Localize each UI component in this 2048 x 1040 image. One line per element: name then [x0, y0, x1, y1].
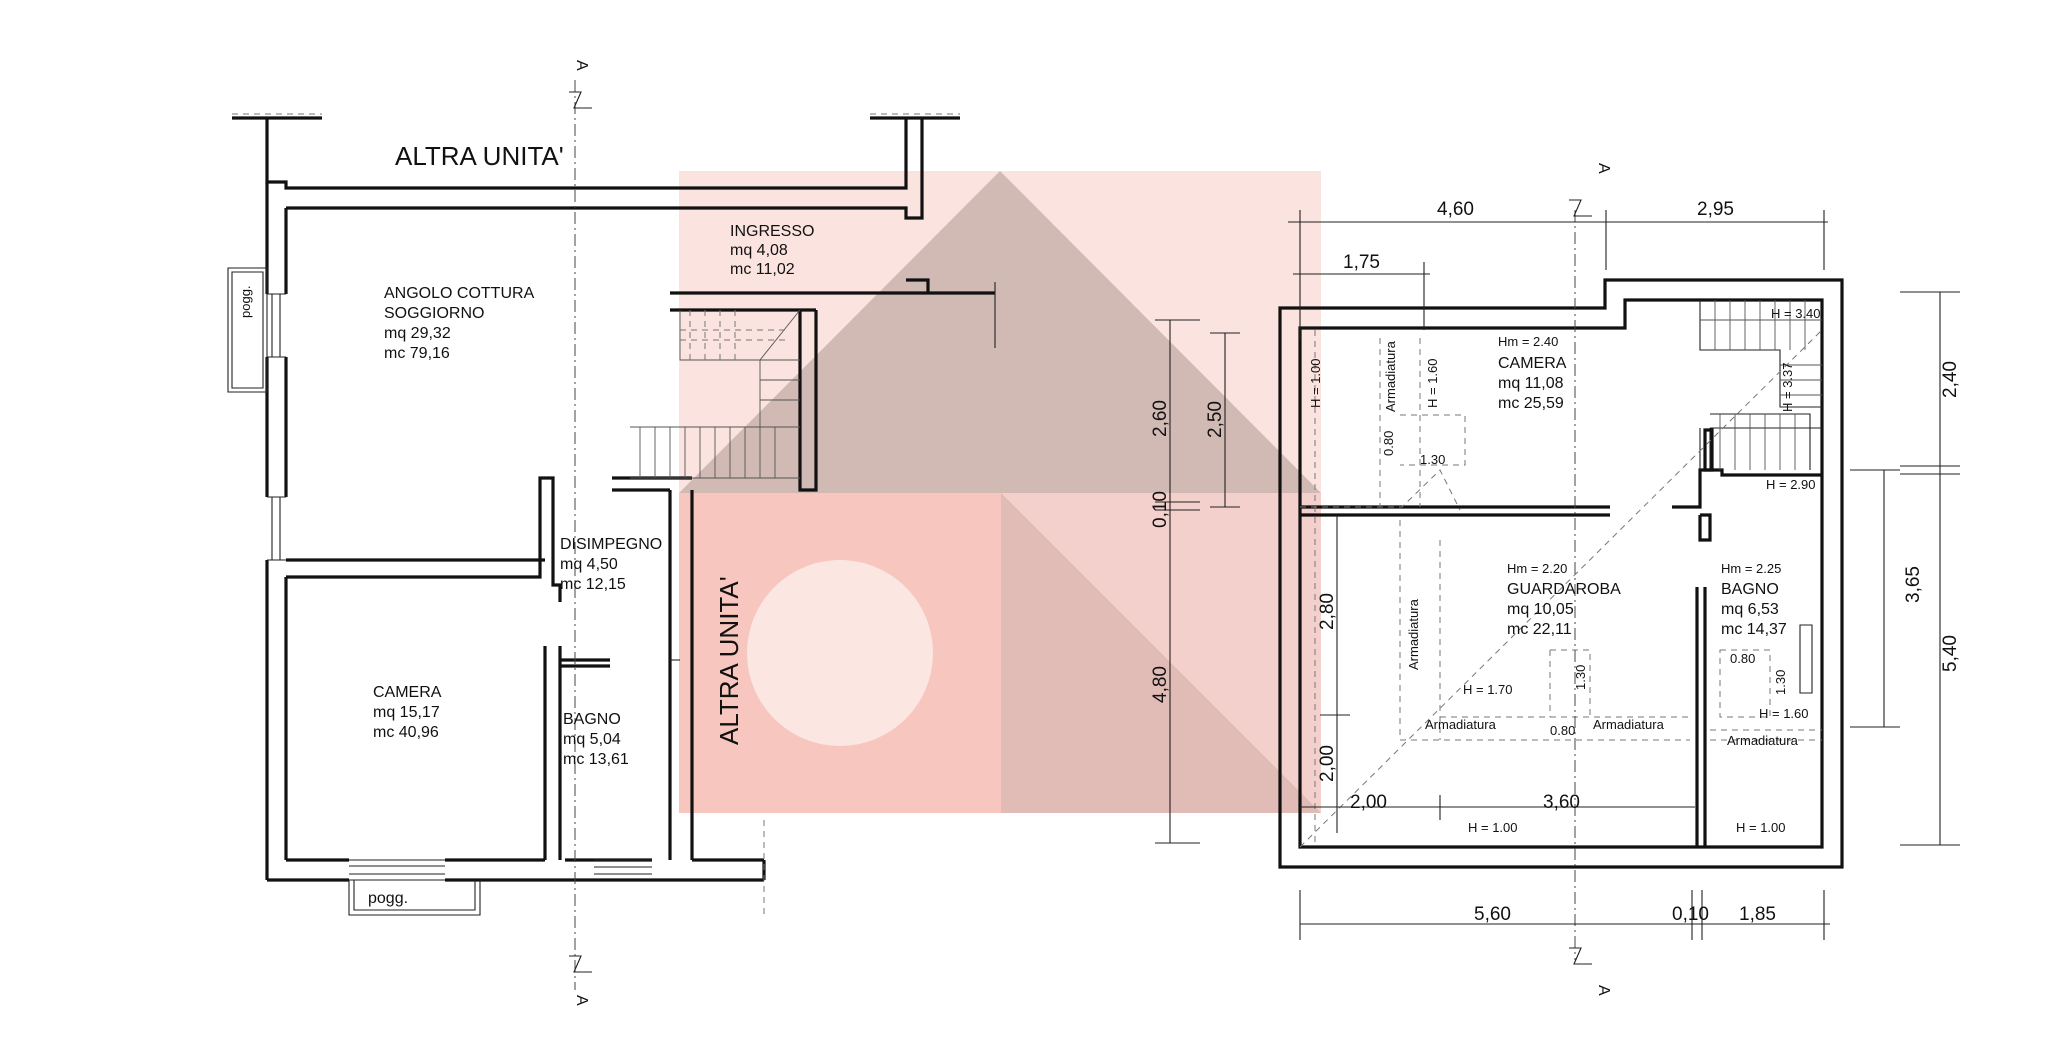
- room-volume: mc 25,59: [1498, 395, 1564, 412]
- section-marker-right-top: A: [1595, 163, 1612, 174]
- room-name: DISIMPEGNO: [560, 536, 662, 553]
- dim-3-65: 3,65: [1903, 566, 1924, 603]
- measure-label: 0.80: [1730, 651, 1755, 666]
- room-name: BAGNO: [1721, 581, 1779, 598]
- room-guardaroba: Hm = 2.20 GUARDAROBA mq 10,05 mc 22,11: [1507, 561, 1621, 638]
- height-label: H = 3.40: [1771, 306, 1821, 321]
- room-volume: mc 79,16: [384, 345, 450, 362]
- room-name-2: SOGGIORNO: [384, 305, 484, 322]
- room-disimpegno: DISIMPEGNO mq 4,50 mc 12,15: [560, 536, 662, 593]
- height-label: H = 1.60: [1425, 358, 1440, 408]
- dim-0-10: 0,10: [1150, 491, 1171, 528]
- room-height: Hm = 2.20: [1507, 561, 1567, 576]
- room-area: mq 5,04: [563, 731, 621, 748]
- dim-0-10-bottom: 0,10: [1672, 904, 1709, 925]
- room-area: mq 29,32: [384, 325, 451, 342]
- room-area: mq 4,50: [560, 556, 618, 573]
- measure-label: 0.80: [1381, 431, 1396, 456]
- room-name: ANGOLO COTTURA: [384, 285, 535, 302]
- dim-4-60: 4,60: [1437, 199, 1474, 220]
- room-area: mq 11,08: [1498, 375, 1564, 392]
- dim-2-60: 2,60: [1150, 400, 1171, 437]
- height-label: H = 1.60: [1759, 706, 1809, 721]
- armadiatura-label: Armadiatura: [1425, 717, 1497, 732]
- altra-unita-top-label: ALTRA UNITA': [395, 141, 564, 171]
- armadiatura-label: Armadiatura: [1383, 340, 1398, 412]
- room-volume: mc 22,11: [1507, 621, 1572, 638]
- dim-2-95: 2,95: [1697, 199, 1734, 220]
- room-soggiorno: ANGOLO COTTURA SOGGIORNO mq 29,32 mc 79,…: [384, 285, 535, 362]
- room-volume: mc 12,15: [560, 576, 626, 593]
- height-label: H = 3.37: [1780, 362, 1795, 412]
- watermark-logo: [679, 171, 1321, 813]
- measure-label: 1.30: [1420, 452, 1445, 467]
- dim-2-40: 2,40: [1940, 361, 1961, 398]
- height-label: H = 2.90: [1766, 477, 1816, 492]
- room-volume: mc 40,96: [373, 724, 439, 741]
- dim-2-50: 2,50: [1205, 401, 1226, 438]
- left-floor-plan: [227, 80, 996, 990]
- room-area: mq 4,08: [730, 242, 788, 259]
- altra-unita-side-label: ALTRA UNITA': [714, 576, 744, 745]
- left-stairs: [630, 309, 801, 479]
- height-label: H = 1.00: [1308, 358, 1323, 408]
- dim-5-40: 5,40: [1940, 635, 1961, 672]
- dim-1-75: 1,75: [1343, 252, 1380, 273]
- balcony-bottom-label: pogg.: [368, 890, 408, 907]
- room-area: mq 15,17: [373, 704, 440, 721]
- room-height: Hm = 2.25: [1721, 561, 1781, 576]
- height-label: H = 1.70: [1463, 682, 1513, 697]
- room-name: BAGNO: [563, 711, 621, 728]
- room-volume: mc 11,02: [730, 261, 795, 278]
- room-name: CAMERA: [1498, 355, 1567, 372]
- dim-2-80: 2,80: [1317, 593, 1338, 630]
- room-name: INGRESSO: [730, 223, 814, 240]
- room-area: mq 6,53: [1721, 601, 1779, 618]
- measure-label: 1.30: [1573, 665, 1588, 690]
- room-volume: mc 13,61: [563, 751, 629, 768]
- section-marker-left-top: A: [573, 60, 590, 71]
- section-marker-right-bottom: A: [1595, 985, 1612, 996]
- dim-4-80: 4,80: [1150, 666, 1171, 703]
- armadiatura-label: Armadiatura: [1406, 598, 1421, 670]
- dim-3-60: 3,60: [1543, 792, 1580, 813]
- section-marker-left-bottom: A: [573, 995, 590, 1006]
- room-bagno-right: Hm = 2.25 BAGNO mq 6,53 mc 14,37: [1721, 561, 1787, 638]
- balcony-left-label: pogg.: [238, 285, 253, 318]
- room-name: GUARDAROBA: [1507, 581, 1621, 598]
- measure-label: 0.80: [1550, 723, 1575, 738]
- room-height: Hm = 2.40: [1498, 334, 1558, 349]
- middle-dimension-lines: [1155, 319, 1240, 844]
- right-stairs: [1699, 300, 1822, 470]
- room-area: mq 10,05: [1507, 601, 1574, 618]
- room-bagno-left: BAGNO mq 5,04 mc 13,61: [563, 711, 629, 768]
- right-floor-plan: [1278, 199, 1960, 965]
- dim-5-60: 5,60: [1474, 904, 1511, 925]
- height-label: H = 1.00: [1468, 820, 1518, 835]
- room-camera-left: CAMERA mq 15,17 mc 40,96: [373, 684, 442, 741]
- dim-1-85: 1,85: [1739, 904, 1776, 925]
- room-camera-right: Hm = 2.40 CAMERA mq 11,08 mc 25,59: [1498, 334, 1567, 412]
- dim-2-00-horizontal: 2,00: [1350, 792, 1387, 813]
- dim-2-00-vertical: 2,00: [1317, 745, 1338, 782]
- room-ingresso: INGRESSO mq 4,08 mc 11,02: [730, 223, 814, 278]
- room-volume: mc 14,37: [1721, 621, 1787, 638]
- measure-label: 1.30: [1773, 670, 1788, 695]
- room-name: CAMERA: [373, 684, 442, 701]
- armadiatura-label: Armadiatura: [1593, 717, 1665, 732]
- height-label: H = 1.00: [1736, 820, 1786, 835]
- armadiatura-label: Armadiatura: [1727, 733, 1799, 748]
